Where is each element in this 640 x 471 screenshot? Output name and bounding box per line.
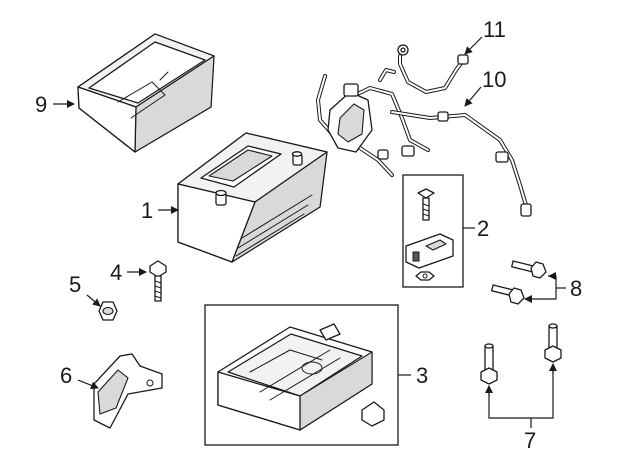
battery-tray — [204, 304, 399, 446]
studs-part-7 — [480, 323, 562, 385]
battery-insulator-box — [77, 33, 215, 153]
callout-numbers: 9 1 2 3 4 5 6 7 8 10 11 — [35, 17, 582, 453]
callout-7: 7 — [524, 428, 536, 453]
callout-2: 2 — [477, 216, 489, 241]
bolt-part-4 — [149, 260, 167, 302]
bolts-part-8 — [491, 260, 547, 305]
leader-lines — [53, 36, 566, 428]
callout-11: 11 — [483, 17, 506, 42]
hold-down-clamp-kit — [402, 174, 464, 288]
callout-4: 4 — [110, 260, 122, 285]
callout-1: 1 — [141, 198, 153, 223]
callout-8: 8 — [570, 276, 582, 301]
callout-3: 3 — [416, 363, 428, 388]
callout-9: 9 — [35, 92, 47, 117]
callout-6: 6 — [60, 363, 72, 388]
battery-cable — [397, 44, 469, 94]
wiring-harness — [316, 68, 532, 217]
battery — [177, 132, 328, 263]
callout-5: 5 — [69, 272, 81, 297]
callout-10: 10 — [482, 67, 506, 92]
part-2-frame-box — [402, 174, 464, 288]
nut-part-5 — [98, 301, 118, 321]
bracket-part-6 — [93, 353, 163, 429]
